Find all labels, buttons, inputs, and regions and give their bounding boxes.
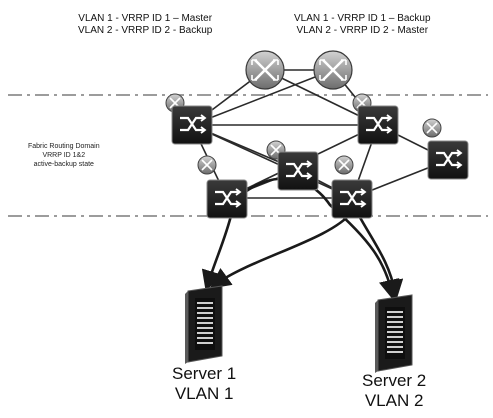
switch-icon	[206, 179, 248, 219]
fabric-domain-label: Fabric Routing Domain VRRP ID 1&2 active…	[28, 143, 100, 168]
server-icon	[375, 294, 413, 373]
router-icon	[313, 50, 353, 90]
switch-icon	[277, 151, 319, 191]
router-icon	[245, 50, 285, 90]
switch-icon	[427, 140, 469, 180]
router-icon	[197, 155, 217, 175]
server-icon	[185, 285, 223, 364]
switch-icon	[357, 105, 399, 145]
server-paths	[201, 177, 404, 301]
server-2-label: Server 2 VLAN 2	[362, 371, 427, 410]
router-icon	[334, 155, 354, 175]
switch-icon	[171, 105, 213, 145]
left-router-label: VLAN 1 - VRRP ID 1 – Master VLAN 2 - VRR…	[78, 13, 213, 36]
right-router-label: VLAN 1 - VRRP ID 1 – Backup VLAN 2 - VRR…	[294, 13, 431, 36]
server-1-label: Server 1 VLAN 1	[172, 364, 237, 403]
link-lines	[191, 69, 449, 199]
fabric-domain-boundary	[8, 94, 488, 217]
switch-icon	[331, 179, 373, 219]
router-icon	[422, 118, 442, 138]
